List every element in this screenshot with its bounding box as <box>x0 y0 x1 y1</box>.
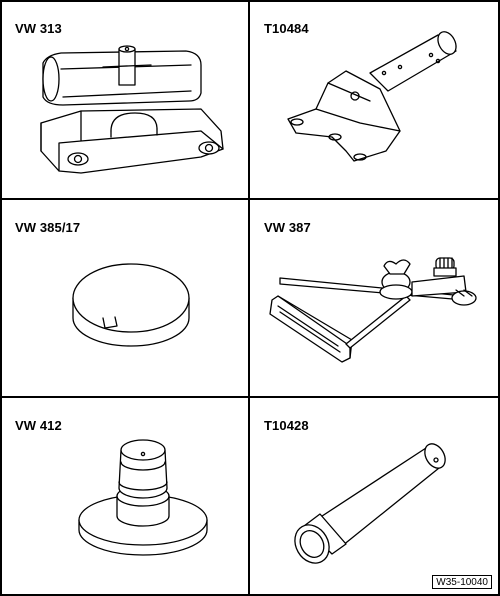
tool-label: T10428 <box>264 418 309 433</box>
row-divider-2 <box>0 396 500 398</box>
tool-cell-3: VW 385/17 <box>1 200 249 398</box>
row-divider-1 <box>0 198 500 200</box>
tool-cell-5: VW 412 <box>1 398 249 596</box>
drift-sleeve-icon <box>294 443 446 564</box>
tool-label: T10484 <box>264 21 309 36</box>
frame-bottom <box>0 594 500 596</box>
bracket-tool-icon <box>287 31 457 162</box>
tool-cell-1: VW 313 <box>1 1 249 199</box>
measuring-disc-icon <box>72 263 190 347</box>
tool-cell-2: T10484 <box>250 1 498 199</box>
figure-reference: W35-10040 <box>432 575 492 589</box>
press-piece-icon <box>78 439 208 556</box>
frame-left <box>0 0 2 596</box>
tool-label: VW 387 <box>264 220 311 235</box>
frame-center <box>248 0 250 596</box>
tool-label: VW 313 <box>15 21 62 36</box>
mounting-block-icon <box>40 45 224 174</box>
dial-gauge-holder-icon <box>269 257 477 363</box>
tool-cell-6: T10428 <box>250 398 498 596</box>
tool-label: VW 412 <box>15 418 62 433</box>
tool-cell-4: VW 387 <box>250 200 498 398</box>
frame-top <box>0 0 500 2</box>
frame-right <box>498 0 500 596</box>
tool-label: VW 385/17 <box>15 220 81 235</box>
